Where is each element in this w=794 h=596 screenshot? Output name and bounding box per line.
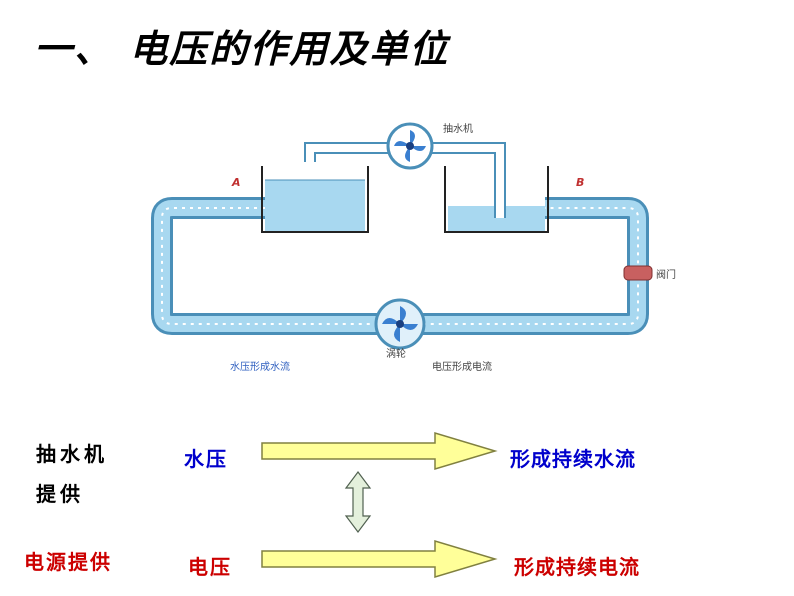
arrow-voltage <box>261 539 498 579</box>
row2-right: 形成持续电流 <box>514 555 640 579</box>
valve-icon <box>623 265 653 281</box>
row2-left: 电源提供 <box>24 550 112 574</box>
label-a: A <box>232 176 241 189</box>
caption-right: 电压形成电流 <box>432 362 492 373</box>
label-b: B <box>576 176 585 189</box>
row1-left-line1: 抽水机 <box>36 442 108 466</box>
container-a <box>261 166 369 233</box>
row1-left-line2: 提供 <box>36 482 84 506</box>
row2-middle: 电压 <box>188 555 232 579</box>
caption-left: 水压形成水流 <box>230 362 290 373</box>
pump-pipe <box>304 142 506 218</box>
pump-top-label: 抽水机 <box>443 124 473 135</box>
turbine-icon <box>374 298 426 350</box>
row1-right: 形成持续水流 <box>510 447 636 471</box>
water-circuit-diagram <box>151 122 653 350</box>
arrow-water-pressure <box>261 431 498 471</box>
row1-middle: 水压 <box>184 447 228 471</box>
top-pump-icon <box>386 122 434 170</box>
page-title: 一、 电压的作用及单位 <box>34 27 450 71</box>
double-arrow-analogy <box>344 471 372 533</box>
turbine-label: 涡轮 <box>386 349 406 360</box>
valve-label: 阀门 <box>656 270 676 281</box>
